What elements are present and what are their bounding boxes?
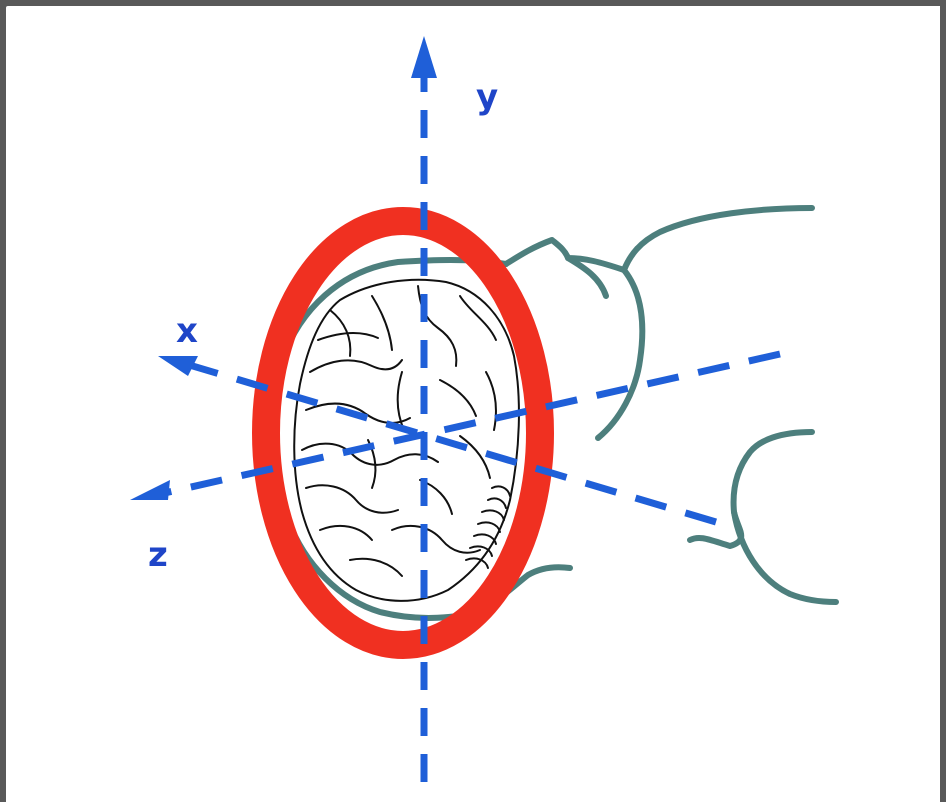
- y-arrowhead-icon: [411, 36, 437, 78]
- axis-arrowheads: [130, 36, 437, 500]
- x-arrowhead-icon: [158, 356, 198, 376]
- x-axis-label: x: [176, 311, 198, 351]
- z-axis-label: z: [148, 535, 168, 575]
- y-axis-label: y: [476, 77, 498, 117]
- z-arrowhead-icon: [130, 480, 170, 500]
- coil-ring-icon: [266, 221, 540, 645]
